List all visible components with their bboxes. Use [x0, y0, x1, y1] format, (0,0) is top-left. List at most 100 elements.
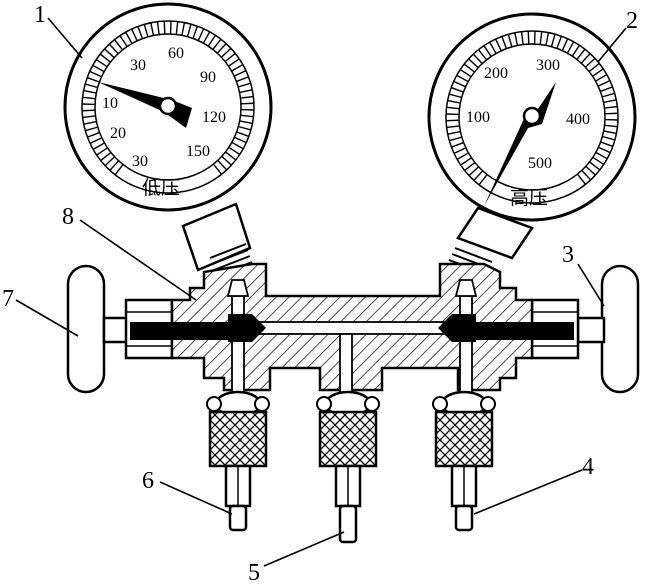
dial-tick — [212, 38, 222, 50]
dial-tick — [468, 166, 480, 177]
dial-tick — [589, 161, 601, 171]
dial-tick — [473, 170, 484, 181]
dial-tick — [446, 106, 460, 110]
dial-tick — [82, 96, 96, 100]
dial-tick — [181, 22, 186, 36]
low-scale-90: 90 — [200, 69, 216, 86]
dial-tick — [137, 26, 144, 39]
dial-tick — [507, 34, 513, 48]
dial-tick — [514, 32, 519, 46]
dial-tick — [83, 89, 97, 94]
dial-tick — [495, 38, 502, 52]
dial-tick — [550, 33, 556, 47]
dial-tick — [539, 31, 543, 45]
dial-tick — [595, 74, 608, 82]
callout-7: 7 — [2, 286, 14, 312]
dial-tick — [100, 151, 112, 162]
dial-tick — [545, 32, 550, 46]
dial-tick — [483, 45, 492, 57]
dial-tick — [108, 43, 119, 55]
high-scale-400: 400 — [566, 111, 590, 128]
dial-tick — [595, 151, 608, 160]
dial-tick — [216, 43, 227, 54]
dial-tick — [83, 120, 97, 125]
low-scale-30: 30 — [130, 57, 146, 74]
dial-tick — [92, 64, 105, 73]
callout-4: 4 — [582, 454, 594, 480]
dial-tick — [561, 38, 569, 51]
dial-tick — [231, 64, 244, 72]
dial-tick — [604, 105, 618, 109]
dial-tick — [603, 99, 617, 104]
dial-tick — [156, 21, 160, 35]
dial-tick — [598, 146, 611, 154]
dial-tick — [240, 114, 254, 118]
low-pressure-gauge: 30 60 90 120 150 10 20 30 低压 — [63, 2, 273, 212]
dial-tick — [603, 130, 617, 135]
dial-tick — [581, 169, 592, 181]
dial-tick — [478, 174, 488, 186]
dial-tick — [240, 95, 254, 99]
manifold-passages — [226, 279, 478, 397]
dial-tick — [86, 76, 100, 83]
high-pressure-label: 高压 — [510, 187, 548, 209]
dial-tick — [143, 24, 149, 38]
hose-connector-left — [206, 390, 270, 532]
dial-tick — [131, 28, 138, 42]
dial-tick — [604, 124, 618, 128]
high-scale-100: 100 — [466, 109, 490, 126]
high-scale-500: 500 — [528, 155, 552, 172]
dial-tick — [468, 58, 479, 69]
dial-tick — [96, 147, 108, 156]
dial-tick — [87, 131, 100, 138]
dial-tick — [446, 119, 460, 122]
dial-tick — [224, 52, 236, 63]
dial-tick — [456, 152, 469, 160]
dial-tick — [463, 63, 475, 73]
dial-tick — [601, 92, 615, 98]
hose-connector-right — [432, 390, 496, 532]
dial-tick — [449, 136, 463, 142]
dial-tick — [453, 80, 466, 88]
dial-tick — [447, 99, 461, 104]
dial-tick — [236, 131, 250, 138]
dial-tick — [588, 62, 600, 73]
dial-tick — [89, 137, 103, 144]
dial-tick — [217, 159, 228, 171]
dial-tick — [212, 163, 223, 175]
dial-tick — [104, 156, 116, 167]
high-scale-300: 300 — [536, 57, 560, 74]
low-gauge-stem — [181, 202, 253, 277]
callout-3: 3 — [562, 242, 574, 268]
low-scale-60: 60 — [168, 45, 184, 62]
dial-tick — [234, 136, 247, 144]
dial-tick — [163, 21, 166, 35]
low-scale-120: 120 — [202, 109, 226, 126]
dial-tick — [450, 86, 464, 93]
high-gauge-tick-marks — [446, 31, 618, 186]
dial-tick — [460, 157, 472, 166]
dial-tick — [85, 126, 99, 132]
dial-tick — [175, 21, 179, 35]
dial-tick — [192, 25, 199, 39]
low-gauge-pivot — [158, 96, 178, 116]
dial-tick — [82, 109, 96, 112]
dial-tick — [472, 53, 483, 65]
callout-1: 1 — [34, 2, 46, 28]
left-valve-stem — [130, 314, 266, 342]
right-valve-stem — [438, 314, 574, 342]
dial-tick — [119, 35, 128, 47]
dial-tick — [459, 68, 472, 78]
dial-tick — [186, 23, 192, 37]
low-scale-vac-20: 20 — [110, 125, 126, 142]
high-pressure-gauge: 100 200 300 400 500 高压 — [427, 12, 637, 222]
dial-tick — [228, 58, 240, 67]
dial-tick — [453, 147, 467, 154]
dial-tick — [239, 89, 253, 94]
dial-tick — [228, 146, 241, 156]
low-scale-vac-30: 30 — [132, 153, 148, 170]
dial-tick — [576, 48, 586, 60]
callout-8: 8 — [62, 204, 74, 230]
dial-tick — [240, 102, 254, 105]
